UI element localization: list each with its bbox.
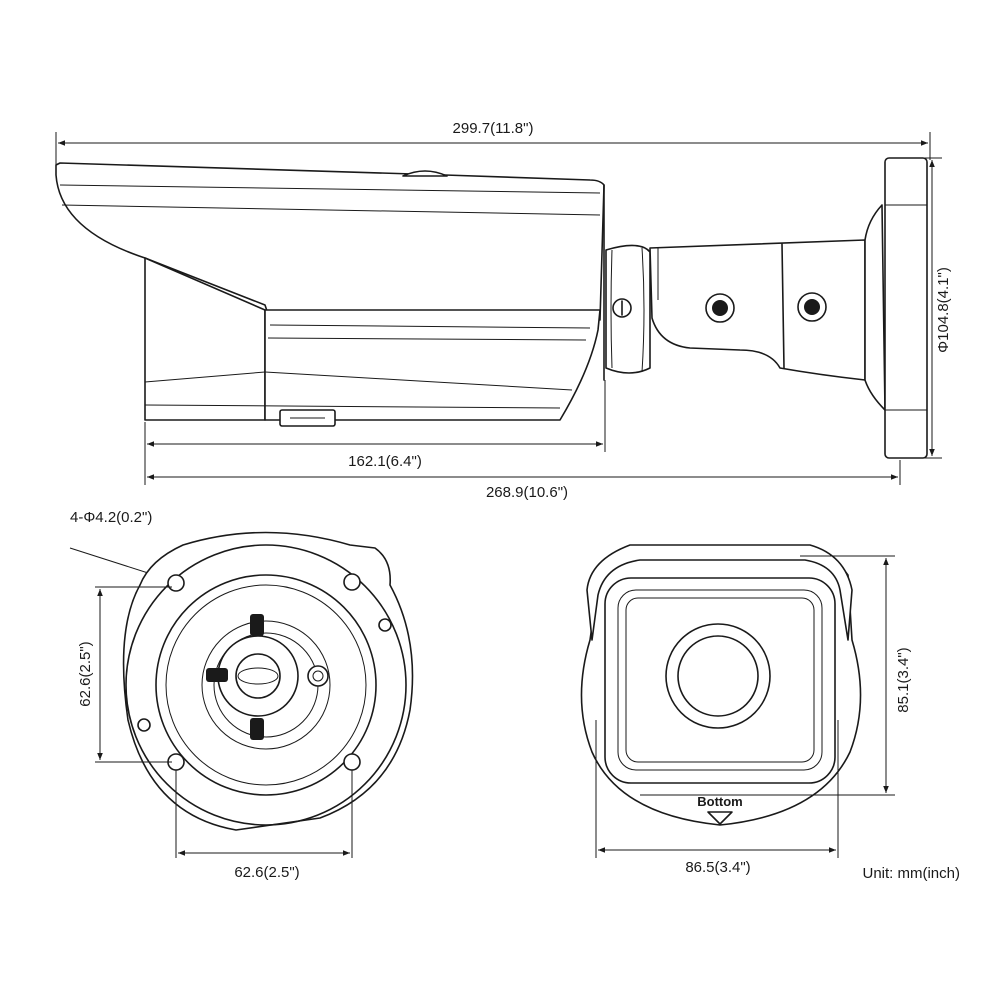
mount-collar bbox=[605, 244, 651, 374]
overall-length-dimension: 299.7(11.8") bbox=[55, 120, 931, 170]
camera-housing bbox=[55, 162, 605, 427]
length-without-mount-label: 268.9(10.6") bbox=[486, 484, 568, 501]
body-length-dimension: 162.1(6.4") bbox=[144, 380, 606, 485]
mount-diameter-dimension: Φ104.8(4.1") bbox=[900, 157, 952, 459]
mount-bracket bbox=[649, 239, 866, 381]
body-length-label: 162.1(6.4") bbox=[348, 453, 422, 470]
screw-holes-label: 4-Φ4.2(0.2") bbox=[70, 509, 152, 526]
length-without-mount-dimension: 268.9(10.6") bbox=[147, 460, 901, 501]
wall-base-plate bbox=[864, 157, 928, 459]
mount-diameter-label: Φ104.8(4.1") bbox=[935, 267, 952, 353]
hole-spacing-vertical-label: 62.6(2.5") bbox=[77, 641, 94, 706]
base-view: 4-Φ4.2(0.2") 62.6(2.5") 62.6( bbox=[69, 509, 414, 881]
unit-note: Unit: mm(inch) bbox=[862, 865, 960, 882]
front-width-label: 86.5(3.4") bbox=[685, 859, 750, 876]
hole-spacing-horizontal-label: 62.6(2.5") bbox=[234, 864, 299, 881]
side-view: 299.7(11.8") bbox=[55, 120, 952, 501]
front-view: Bottom 85.1(3.4") 86.5(3.4") bbox=[580, 544, 912, 876]
overall-length-label: 299.7(11.8") bbox=[453, 120, 534, 137]
front-height-label: 85.1(3.4") bbox=[895, 647, 912, 712]
bottom-marking: Bottom bbox=[697, 794, 743, 809]
